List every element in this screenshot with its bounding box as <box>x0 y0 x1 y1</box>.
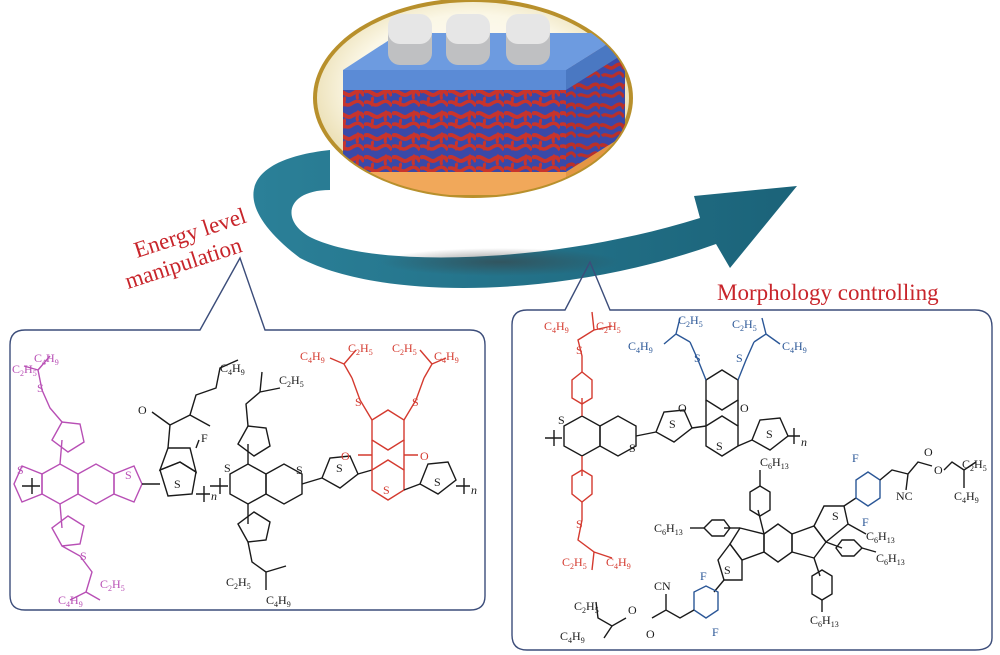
f-atom: F <box>201 431 208 445</box>
substrate-front <box>343 172 566 195</box>
c2h5-label: C2H5 <box>962 457 987 473</box>
s-atom: S <box>80 549 87 563</box>
left-callout-frame <box>9 256 486 611</box>
arrow-body <box>253 150 797 288</box>
s-atom: S <box>724 563 731 577</box>
o-atom: O <box>678 401 687 415</box>
f-atom: F <box>862 515 869 529</box>
n-index: n <box>801 435 807 449</box>
c4h9-label: C4H9 <box>300 349 325 365</box>
c4h9-label: C4H9 <box>58 593 83 609</box>
cn-label: CN <box>654 579 671 593</box>
polymer-pbdb-like-1: S S S F n O S C2H5 C4H9 S C2H5 C4H9 <box>12 351 239 609</box>
arrow-shadow <box>380 248 620 276</box>
c2h5-label: C2H5 <box>574 599 599 615</box>
s-atom: S <box>296 463 303 477</box>
c2h5-label: C2H5 <box>562 555 587 571</box>
polymer-right-upper: S S S O O S S n S S C4H9 C2H5 C2H5 C4H9 … <box>544 311 807 571</box>
s-atom: S <box>412 395 419 409</box>
electrode-3 <box>506 14 550 65</box>
f-atom: F <box>852 451 859 465</box>
c4h9-label: C4H9 <box>606 555 631 571</box>
s-atom: S <box>694 351 701 365</box>
c4h9-label: C4H9 <box>628 339 653 355</box>
s-atom: S <box>766 427 773 441</box>
o-atom: O <box>420 449 429 463</box>
c2h5-label: C2H5 <box>596 319 621 335</box>
device-illustration <box>313 0 633 198</box>
electrode-1 <box>388 14 432 65</box>
s-atom: S <box>669 417 676 431</box>
n-index: n <box>211 489 217 503</box>
c6h13-label: C6H13 <box>876 551 905 567</box>
cycle-arrow <box>253 150 797 288</box>
c2h5-label: C2H5 <box>12 362 37 378</box>
s-atom: S <box>434 475 441 489</box>
o-atom: O <box>646 627 655 641</box>
s-atom: S <box>558 413 565 427</box>
c2h5-label: C2H5 <box>392 341 417 357</box>
c6h13-label: C6H13 <box>866 529 895 545</box>
s-atom: S <box>832 509 839 523</box>
o-atom: O <box>138 403 147 417</box>
polymer-bdd-like-2: S S S O O S S S C4H9 C2H5 C2H5 C4H9 S n … <box>210 341 477 609</box>
s-atom: S <box>355 395 362 409</box>
s-atom: S <box>17 463 24 477</box>
c6h13-label: C6H13 <box>810 613 839 629</box>
c6h13-label: C6H13 <box>760 455 789 471</box>
c4h9-label: C4H9 <box>560 629 585 645</box>
nc-label: NC <box>896 489 913 503</box>
s-atom: S <box>174 477 181 491</box>
acceptor-small-molecule: S S C6H13 C6H13 C6H13 C6H13 C6H13 F F NC… <box>560 445 987 645</box>
s-atom: S <box>383 483 390 497</box>
c4h9-label: C4H9 <box>220 361 245 377</box>
c2h5-label: C2H5 <box>348 341 373 357</box>
o-atom: O <box>924 445 933 459</box>
c2h5-label: C2H5 <box>678 313 703 329</box>
right-callout-frame <box>511 260 993 651</box>
top-layer-front <box>343 70 566 90</box>
c2h5-label: C2H5 <box>226 575 251 591</box>
c2h5-label: C2H5 <box>100 577 125 593</box>
c4h9-label: C4H9 <box>782 339 807 355</box>
c6h13-label: C6H13 <box>654 521 683 537</box>
f-atom: F <box>712 625 719 639</box>
s-atom: S <box>576 517 583 531</box>
c4h9-label: C4H9 <box>544 319 569 335</box>
c2h5-label: C2H5 <box>279 373 304 389</box>
active-layer-front <box>343 70 566 172</box>
s-atom: S <box>629 441 636 455</box>
s-atom: S <box>576 343 583 357</box>
o-atom: O <box>934 463 943 477</box>
s-atom: S <box>336 461 343 475</box>
s-atom: S <box>716 439 723 453</box>
o-atom: O <box>628 603 637 617</box>
s-atom: S <box>224 461 231 475</box>
o-atom: O <box>740 401 749 415</box>
f-atom: F <box>700 569 707 583</box>
c4h9-label: C4H9 <box>34 351 59 367</box>
s-atom: S <box>125 468 132 482</box>
morphology-label: Morphology controlling <box>717 280 939 305</box>
s-atom: S <box>37 381 44 395</box>
n-index: n <box>471 483 477 497</box>
c2h5-label: C2H5 <box>732 317 757 333</box>
s-atom: S <box>736 351 743 365</box>
c4h9-label: C4H9 <box>434 349 459 365</box>
electrode-2 <box>446 14 490 65</box>
o-atom: O <box>341 449 350 463</box>
c4h9-label: C4H9 <box>954 489 979 505</box>
c4h9-label: C4H9 <box>266 593 291 609</box>
